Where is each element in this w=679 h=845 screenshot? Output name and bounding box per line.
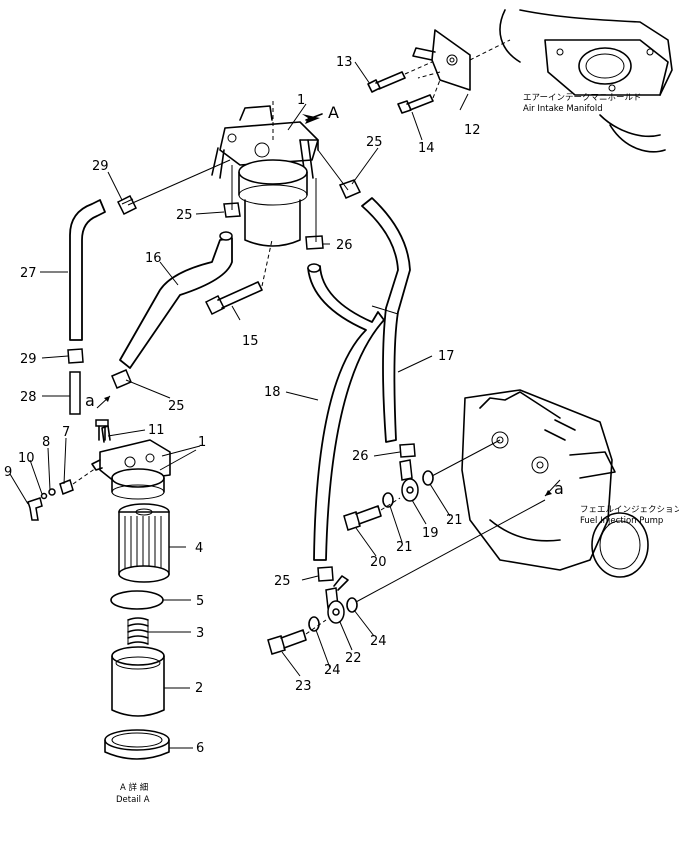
callout-24-right: 24 [370, 634, 387, 649]
fuel-pump-caption-en: Fuel Injection Pump [580, 516, 663, 526]
callout-8: 8 [42, 435, 50, 450]
hose-clamp [305, 235, 324, 250]
callout-11: 11 [148, 423, 165, 438]
connection-a-right: a [554, 479, 564, 498]
washer [422, 470, 434, 486]
callout-3: 3 [196, 626, 204, 641]
hose-clamp [67, 348, 84, 364]
banjo-bolt [267, 619, 327, 655]
fuel-filter-assembly-top [211, 100, 319, 247]
spring [127, 617, 149, 645]
callout-23: 23 [295, 679, 312, 694]
callout-25-top: 25 [366, 135, 383, 150]
filter-element [118, 503, 170, 583]
banjo-fitting [399, 459, 419, 502]
banjo-bolt [343, 497, 401, 531]
fuel-pump-caption-jp: フェエルインジェクションポンプ [580, 505, 679, 515]
bolt [397, 79, 441, 114]
hose-clamp [317, 566, 334, 582]
fuel-injection-pump [461, 389, 649, 578]
callout-7: 7 [62, 425, 70, 440]
callout-17: 17 [438, 349, 455, 364]
detail-caption-en: Detail A [116, 795, 150, 805]
callout-25-left: 25 [168, 399, 185, 414]
callout-16: 16 [145, 251, 162, 266]
callout-29-left: 29 [20, 352, 37, 367]
bolt [367, 61, 433, 93]
callout-1-top: 1 [297, 93, 305, 108]
ring-nut [104, 729, 170, 760]
air-intake-manifold [499, 9, 673, 153]
callout-18: 18 [264, 385, 281, 400]
leader-lines [9, 61, 469, 749]
hose [307, 265, 385, 561]
callout-29-top: 29 [92, 159, 109, 174]
view-arrow [302, 113, 323, 124]
detail-caption-jp: A 詳 細 [120, 782, 148, 793]
callout-1-lower: 1 [198, 435, 206, 450]
connection-a-left: a [85, 391, 95, 410]
callout-21-left: 21 [396, 540, 413, 555]
hose-clamp [111, 369, 132, 389]
callout-27: 27 [20, 266, 37, 281]
pipe [69, 371, 81, 415]
hose-clamp [338, 179, 362, 199]
callout-20: 20 [370, 555, 387, 570]
callout-numbers: 1 1 2 3 4 5 6 7 8 9 10 11 12 13 14 15 16… [4, 55, 481, 756]
hose [119, 237, 233, 369]
callout-19: 19 [422, 526, 439, 541]
callout-10: 10 [18, 451, 35, 466]
bolt [204, 239, 273, 316]
air-intake-caption-en: Air Intake Manifold [523, 104, 603, 114]
filter-bowl [111, 646, 165, 717]
callout-25-filter: 25 [176, 208, 193, 223]
callout-13: 13 [336, 55, 353, 70]
callout-15: 15 [242, 334, 259, 349]
callout-12: 12 [464, 123, 481, 138]
air-intake-caption-jp: エアーインテークマニホールド [523, 93, 642, 103]
callout-9: 9 [4, 465, 12, 480]
banjo-fitting [325, 575, 349, 624]
callout-24-left: 24 [324, 663, 341, 678]
callout-6: 6 [196, 741, 204, 756]
washer [346, 597, 358, 613]
view-a-marker: A [328, 103, 339, 122]
bracket [412, 29, 511, 91]
callout-26-pump: 26 [352, 449, 369, 464]
hose-clamp [116, 194, 138, 216]
callout-21-right: 21 [446, 513, 463, 528]
drain-plug-set [27, 467, 97, 521]
callout-26-top: 26 [336, 238, 353, 253]
bolt [95, 419, 109, 441]
callout-5: 5 [196, 594, 204, 609]
callout-2: 2 [195, 681, 203, 696]
o-ring [110, 590, 164, 610]
callout-14: 14 [418, 141, 435, 156]
hose-clamp [399, 443, 416, 458]
callout-25-bottom: 25 [274, 574, 291, 589]
fuel-filter-head [91, 425, 171, 500]
callout-28: 28 [20, 390, 37, 405]
washer [382, 492, 394, 508]
washer [308, 616, 320, 632]
callout-22: 22 [345, 651, 362, 666]
hose [361, 197, 411, 443]
hose [69, 199, 106, 341]
callout-4: 4 [195, 541, 203, 556]
